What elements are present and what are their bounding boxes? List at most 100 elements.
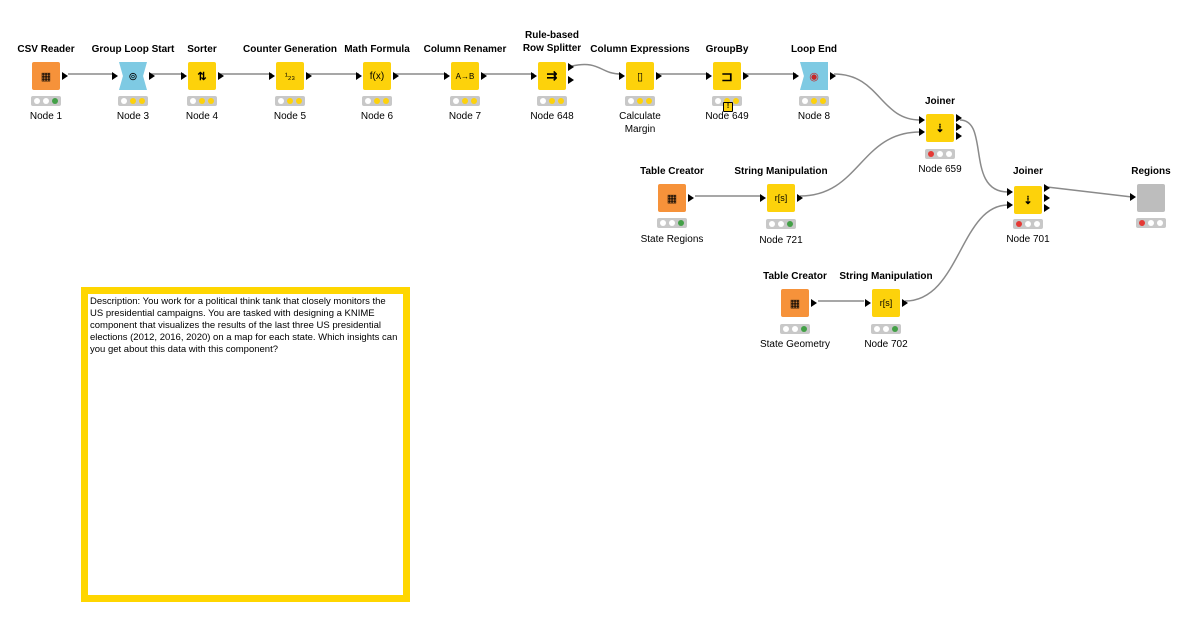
node-label[interactable]: Node 648 [530, 111, 574, 122]
node-table-creator-state-regions[interactable]: Table Creator ▦ State Regions [612, 166, 732, 278]
output-port-top[interactable] [568, 63, 574, 71]
input-port[interactable] [531, 72, 537, 80]
status-light [1016, 221, 1023, 227]
status-light [732, 98, 739, 104]
annotation-text[interactable]: Description: You work for a political th… [90, 296, 398, 355]
status-light [628, 98, 635, 104]
string-icon: r[s] [767, 184, 795, 212]
output-port-bottom[interactable] [568, 76, 574, 84]
output-port[interactable] [797, 194, 803, 202]
output-port[interactable] [218, 72, 224, 80]
input-port[interactable] [356, 72, 362, 80]
node-math-formula[interactable]: Math Formula f(x) Node 6 [317, 44, 437, 156]
status-light [373, 98, 380, 104]
output-port[interactable] [62, 72, 68, 80]
node-joiner-659[interactable]: Joiner ⇣ Node 659 [880, 96, 1000, 208]
input-port[interactable] [760, 194, 766, 202]
status-light [802, 98, 809, 104]
node-groupby[interactable]: GroupBy ⊐ ! Node 649 [667, 44, 787, 156]
node-status [537, 96, 567, 106]
warning-icon[interactable]: ! [723, 102, 733, 112]
output-port-1[interactable] [956, 114, 962, 122]
status-light [295, 98, 302, 104]
output-port[interactable] [656, 72, 662, 80]
output-port[interactable] [743, 72, 749, 80]
node-label[interactable]: Node 8 [797, 111, 831, 122]
output-port[interactable] [306, 72, 312, 80]
node-label[interactable]: Node 659 [918, 164, 962, 175]
node-label[interactable]: Node 1 [29, 111, 63, 122]
node-label-line2[interactable]: Margin [624, 124, 656, 135]
input-port[interactable] [706, 72, 712, 80]
node-label[interactable]: Node 649 [705, 111, 749, 122]
input-port[interactable] [619, 72, 625, 80]
node-label-line1[interactable]: Calculate [619, 111, 661, 122]
node-string-manipulation-702[interactable]: String Manipulation r[s] Node 702 [826, 271, 946, 383]
output-port[interactable] [811, 299, 817, 307]
output-port[interactable] [902, 299, 908, 307]
node-label[interactable]: Node 3 [116, 111, 150, 122]
node-title-line2: Row Splitter [522, 43, 582, 54]
output-port-3[interactable] [956, 132, 962, 140]
node-label[interactable]: Node 702 [864, 339, 908, 350]
input-port-left[interactable] [919, 116, 925, 124]
string-icon: r[s] [872, 289, 900, 317]
input-port-left[interactable] [1007, 188, 1013, 196]
node-label[interactable]: Node 701 [1006, 234, 1050, 245]
node-title: Table Creator [640, 166, 704, 177]
node-label[interactable]: State Geometry [759, 339, 831, 350]
output-port-3[interactable] [1044, 204, 1050, 212]
node-label[interactable]: Node 5 [273, 111, 307, 122]
node-label[interactable]: Node 6 [360, 111, 394, 122]
node-status [118, 96, 148, 106]
node-title: Loop End [790, 44, 838, 55]
input-port[interactable] [181, 72, 187, 80]
input-port[interactable] [269, 72, 275, 80]
node-group-loop-start[interactable]: Group Loop Start ⊚ Node 3 [73, 44, 193, 156]
node-counter-generation[interactable]: Counter Generation ¹₂₃ Node 5 [230, 44, 350, 156]
node-status [362, 96, 392, 106]
input-port[interactable] [865, 299, 871, 307]
output-port-1[interactable] [1044, 184, 1050, 192]
input-port-right[interactable] [1007, 201, 1013, 209]
node-csv-reader[interactable]: CSV Reader ▦ Node 1 [0, 44, 106, 156]
output-port-2[interactable] [956, 123, 962, 131]
node-table-creator-state-geometry[interactable]: Table Creator ▦ State Geometry [735, 271, 855, 383]
node-column-expressions[interactable]: Column Expressions ▯ Calculate Margin [580, 44, 700, 156]
node-rule-based-row-splitter[interactable]: Rule-based Row Splitter ⇉ Node 648 [492, 30, 612, 142]
input-port[interactable] [444, 72, 450, 80]
status-light [723, 98, 730, 104]
status-light [786, 221, 793, 227]
status-light [1139, 220, 1146, 226]
output-port[interactable] [149, 72, 155, 80]
node-title: Math Formula [344, 44, 410, 55]
output-port[interactable] [830, 72, 836, 80]
node-string-manipulation-721[interactable]: String Manipulation r[s] Node 721 [721, 166, 841, 278]
node-label[interactable]: State Regions [640, 234, 704, 245]
node-loop-end[interactable]: Loop End ◉ Node 8 [754, 44, 874, 156]
output-port[interactable] [393, 72, 399, 80]
output-port[interactable] [688, 194, 694, 202]
node-label[interactable]: Node 721 [759, 235, 803, 246]
workflow-annotation[interactable]: Description: You work for a political th… [81, 287, 410, 602]
input-port[interactable] [112, 72, 118, 80]
output-port[interactable] [481, 72, 487, 80]
input-port[interactable] [1130, 193, 1136, 201]
node-label[interactable]: Node 4 [185, 111, 219, 122]
input-port[interactable] [793, 72, 799, 80]
input-port-right[interactable] [919, 128, 925, 136]
node-column-renamer[interactable]: Column Renamer A→B Node 7 [405, 44, 525, 156]
status-light [548, 98, 555, 104]
node-joiner-701[interactable]: Joiner ⇣ Node 701 [968, 166, 1088, 278]
status-light [645, 98, 652, 104]
node-label[interactable]: Node 7 [448, 111, 482, 122]
status-light [557, 98, 564, 104]
node-sorter[interactable]: Sorter ⇅ Node 4 [142, 44, 262, 156]
loop-start-icon: ⊚ [119, 62, 147, 90]
node-regions-component[interactable]: Regions [1091, 166, 1200, 278]
node-status [780, 324, 810, 334]
status-light [819, 98, 826, 104]
status-light [636, 98, 643, 104]
output-port-2[interactable] [1044, 194, 1050, 202]
